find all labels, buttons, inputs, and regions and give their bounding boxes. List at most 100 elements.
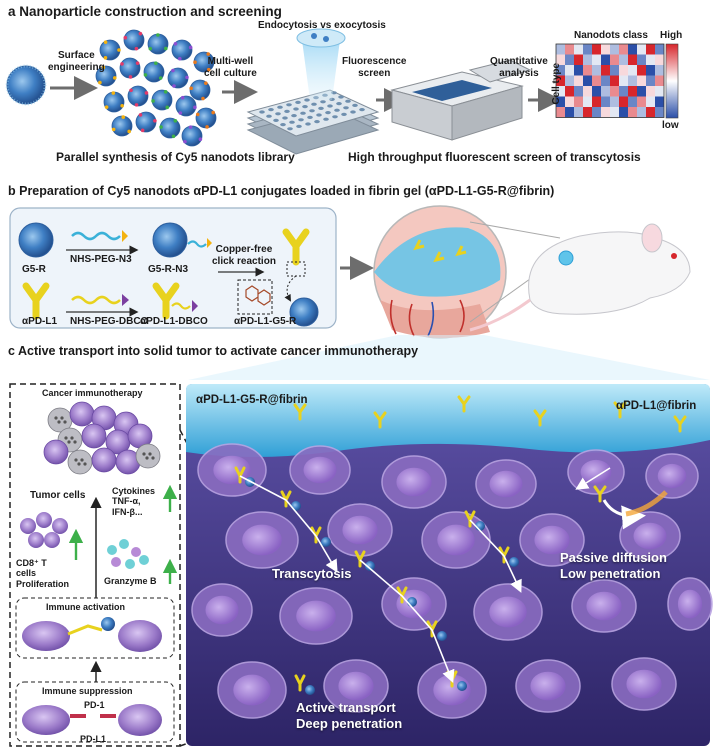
heatmap-cell	[556, 96, 565, 107]
heatmap-cell	[565, 86, 574, 97]
antibody-in-gel	[673, 415, 687, 433]
panel-a-title: a Nanoparticle construction and screenin…	[8, 4, 282, 19]
panel-c-title: c Active transport into solid tumor to a…	[8, 344, 419, 358]
label-granzyme: Granzyme B	[104, 576, 157, 586]
heatmap-cell	[646, 96, 655, 107]
antibody-in-gel	[533, 409, 547, 427]
label-endocytosis: Endocytosis vs exocytosis	[258, 20, 386, 31]
tumor-cell	[47, 407, 73, 433]
library-nanodot	[135, 111, 157, 133]
heatmap-cell	[646, 107, 655, 118]
heatmap-cell	[619, 65, 628, 76]
tissue-tumor-cell	[519, 513, 585, 567]
heatmap-cell	[619, 107, 628, 118]
antibody-in-gel	[613, 401, 627, 419]
heatmap-cell	[601, 107, 610, 118]
label-passive-diffusion: Passive diffusion Low penetration	[560, 550, 667, 581]
label-cd8: CD8⁺ T cells Proliferation	[16, 558, 70, 589]
library-nanodot	[119, 57, 141, 79]
heatmap-cell	[556, 65, 565, 76]
library-nanodot	[167, 67, 189, 89]
tissue-tumor-cell	[571, 579, 637, 633]
heatmap-cell	[583, 96, 592, 107]
tumor-cell	[67, 449, 93, 475]
heatmap-cell	[619, 54, 628, 65]
tumor-cell	[81, 423, 107, 449]
heatmap-cell	[601, 96, 610, 107]
heatmap-cell	[628, 44, 637, 55]
heatmap-cell	[646, 54, 655, 65]
click-chemistry-inset	[237, 279, 273, 315]
heatmap-cell	[610, 107, 619, 118]
label-nhs-peg-n3: NHS-PEG-N3	[70, 254, 132, 265]
heatmap-cell	[637, 75, 646, 86]
heatmap-low-label: low	[662, 120, 679, 131]
heatmap-cell	[628, 86, 637, 97]
heatmap-cell	[646, 75, 655, 86]
label-immune-activation: Immune activation	[46, 602, 126, 612]
heatmap-cell	[646, 86, 655, 97]
apdl1-g5r-conjugate-icon	[282, 228, 319, 327]
tumor-cell	[69, 401, 95, 427]
library-nanodot	[175, 95, 197, 117]
heatmap-colorbar	[665, 43, 679, 119]
peg-dbco-linker-icon	[71, 295, 121, 305]
single-nanodot-icon	[5, 64, 47, 106]
mouse-icon	[469, 223, 691, 332]
heatmap-cell	[610, 44, 619, 55]
heatmap-high-label: High	[660, 30, 683, 41]
heatmap-cell	[583, 54, 592, 65]
heatmap-cell	[556, 107, 565, 118]
tissue-tumor-cell	[225, 511, 299, 569]
label-nhs-peg-dbco: NHS-PEG-DBCO	[70, 316, 149, 327]
heatmap-border	[555, 43, 665, 118]
tumor-cell	[135, 443, 161, 469]
peg-n3-linker-icon	[71, 231, 121, 241]
heatmap-cell	[637, 86, 646, 97]
heatmap-cell	[655, 44, 664, 55]
heatmap-cell	[583, 44, 592, 55]
heatmap-cell	[583, 75, 592, 86]
heatmap-cell	[637, 107, 646, 118]
cd8-t-cells-icon	[20, 512, 68, 548]
heatmap-cell	[574, 96, 583, 107]
library-nanodot	[127, 85, 149, 107]
library-nanodot	[103, 91, 125, 113]
g5r-n3-nanodot-icon	[152, 222, 188, 258]
caption-parallel-synthesis: Parallel synthesis of Cy5 nanodots libra…	[56, 150, 295, 164]
label-pdl1: PD-L1	[80, 734, 107, 744]
library-nanodot	[111, 115, 133, 137]
heatmap	[555, 43, 665, 118]
caption-high-throughput: High throughput fluorescent screen of tr…	[348, 150, 641, 164]
tissue-tumor-cell	[217, 661, 287, 719]
tissue-tumor-cell	[289, 445, 351, 495]
heatmap-cell	[637, 65, 646, 76]
heatmap-cell	[592, 107, 601, 118]
heatmap-ylabel: Cell type	[551, 62, 563, 105]
apdl1-antibody-icon	[22, 282, 50, 320]
heatmap-cell	[610, 65, 619, 76]
heatmap-cell	[565, 54, 574, 65]
heatmap-cell	[628, 54, 637, 65]
heatmap-cell	[619, 75, 628, 86]
label-active-transport: Active transport Deep penetration	[296, 700, 403, 731]
fibrin-gel-layer	[186, 384, 710, 457]
heatmap-cell	[628, 75, 637, 86]
heatmap-cell	[556, 44, 565, 55]
tissue-tumor-cell	[279, 587, 353, 645]
heatmap-cell	[628, 107, 637, 118]
label-apdl1-dbco: αPD-L1-DBCO	[140, 316, 208, 327]
tissue-tumor-cell	[421, 511, 491, 569]
apdl1-dbco-antibody-icon	[152, 282, 198, 320]
heatmap-cell	[619, 96, 628, 107]
label-fluorescence-screen: Fluorescence screen	[342, 56, 407, 79]
heatmap-cell	[574, 107, 583, 118]
magnification-beam	[188, 335, 710, 380]
tissue-tumor-cell	[197, 443, 267, 497]
heatmap-cell	[565, 75, 574, 86]
heatmap-cell	[637, 54, 646, 65]
heatmap-cell	[610, 75, 619, 86]
label-apdl1: αPD-L1	[22, 316, 58, 327]
heatmap-cell	[610, 96, 619, 107]
heatmap-cell	[565, 44, 574, 55]
